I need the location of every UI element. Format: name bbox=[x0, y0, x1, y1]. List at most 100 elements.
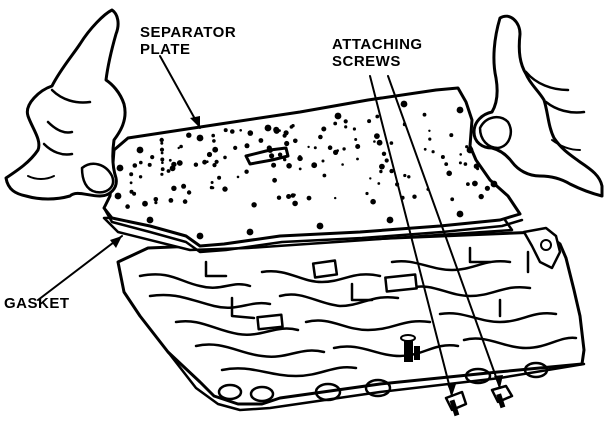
plate-hole bbox=[239, 129, 242, 132]
plate-hole bbox=[293, 138, 298, 144]
plate-hole bbox=[176, 160, 183, 166]
plate-hole bbox=[336, 149, 339, 153]
plate-hole bbox=[138, 175, 143, 179]
plate-hole bbox=[142, 200, 148, 207]
plate-hole bbox=[292, 200, 298, 207]
plate-hole bbox=[207, 153, 211, 157]
plate-hole bbox=[476, 167, 480, 171]
plate-hole bbox=[166, 169, 171, 173]
plate-bolt-hole bbox=[316, 222, 324, 230]
plate-hole bbox=[463, 162, 468, 166]
plate-hole bbox=[282, 133, 287, 138]
plate-hole bbox=[244, 169, 249, 174]
plate-hole bbox=[129, 181, 133, 185]
plate-hole bbox=[132, 163, 138, 168]
plate-hole bbox=[428, 137, 432, 141]
screws-arrowhead-left bbox=[447, 384, 456, 396]
screws-leader-right bbox=[387, 75, 501, 389]
plate-hole bbox=[373, 140, 376, 143]
plate-hole bbox=[223, 128, 228, 133]
plate-hole bbox=[478, 193, 484, 200]
plate-hole bbox=[284, 140, 290, 147]
plate-hole bbox=[321, 126, 327, 132]
plate-hole bbox=[459, 153, 463, 156]
plate-hole bbox=[389, 141, 394, 145]
plate-hole bbox=[267, 147, 273, 153]
plate-hole bbox=[466, 182, 470, 187]
plate-hole bbox=[168, 198, 174, 203]
plate-hole bbox=[334, 196, 337, 200]
plate-hole bbox=[214, 159, 219, 164]
plate-bolt-hole bbox=[386, 216, 394, 224]
plate-hole bbox=[160, 172, 164, 176]
plate-hole bbox=[160, 167, 165, 172]
plate-hole bbox=[277, 152, 283, 157]
screws-arrowhead-right bbox=[494, 375, 503, 388]
separator-plate-label-line2: PLATE bbox=[140, 41, 191, 58]
plate-hole bbox=[369, 177, 372, 180]
plate-bolt-hole bbox=[490, 180, 498, 188]
plate-hole bbox=[251, 202, 257, 208]
plate-hole bbox=[376, 139, 383, 146]
plate-hole bbox=[202, 159, 208, 165]
plate-hole bbox=[365, 191, 369, 196]
plate-hole bbox=[450, 197, 455, 202]
plate-hole bbox=[333, 121, 338, 126]
separator-plate-arrowhead bbox=[190, 116, 200, 128]
plate-hole bbox=[269, 153, 275, 159]
plate-hole bbox=[217, 175, 222, 180]
attaching-screw-right bbox=[490, 384, 514, 409]
plate-hole bbox=[160, 151, 164, 155]
plate-hole bbox=[271, 162, 277, 168]
plate-hole bbox=[352, 127, 356, 131]
plate-hole bbox=[168, 158, 172, 162]
plate-hole bbox=[412, 194, 417, 199]
plate-hole bbox=[440, 155, 445, 159]
plate-hole bbox=[423, 147, 427, 151]
plate-hole bbox=[344, 125, 348, 129]
plate-hole bbox=[321, 159, 325, 163]
plate-hole bbox=[384, 158, 389, 163]
right-hand bbox=[472, 14, 604, 198]
plate-hole bbox=[161, 161, 164, 164]
plate-hole bbox=[182, 199, 188, 204]
plate-hole bbox=[355, 144, 361, 149]
screws-leader-left bbox=[369, 75, 453, 397]
plate-hole bbox=[389, 168, 394, 174]
plate-hole bbox=[154, 201, 158, 205]
plate-hole bbox=[327, 145, 333, 150]
plate-hole bbox=[244, 143, 250, 149]
plate-hole bbox=[153, 197, 159, 202]
gasket-leader bbox=[37, 235, 123, 301]
plate-hole bbox=[177, 146, 180, 150]
plate-hole bbox=[209, 185, 214, 190]
plate-hole bbox=[129, 172, 134, 177]
separator-plate-holes bbox=[114, 100, 498, 240]
plate-hole bbox=[374, 133, 380, 140]
plate-hole bbox=[306, 195, 312, 201]
plate-hole bbox=[458, 161, 462, 165]
plate-hole bbox=[159, 137, 164, 143]
plate-hole bbox=[367, 119, 372, 124]
plate-bolt-hole bbox=[264, 124, 272, 132]
valve-body bbox=[116, 226, 586, 412]
plate-hole bbox=[210, 181, 214, 184]
plate-hole bbox=[273, 126, 280, 133]
plate-hole bbox=[283, 157, 287, 162]
plate-hole bbox=[272, 177, 277, 183]
plate-hole bbox=[343, 119, 348, 124]
plate-bolt-hole bbox=[246, 228, 254, 236]
plate-hole bbox=[223, 155, 227, 160]
plate-hole bbox=[298, 167, 302, 171]
plate-hole bbox=[381, 151, 387, 156]
plate-hole bbox=[379, 169, 383, 174]
plate-hole bbox=[341, 163, 344, 166]
plate-hole bbox=[125, 204, 130, 209]
plate-hole bbox=[212, 163, 217, 168]
plate-hole bbox=[222, 186, 228, 192]
plate-hole bbox=[179, 144, 183, 149]
plate-hole bbox=[313, 146, 317, 150]
plate-hole bbox=[206, 160, 209, 163]
plate-hole bbox=[431, 150, 435, 154]
